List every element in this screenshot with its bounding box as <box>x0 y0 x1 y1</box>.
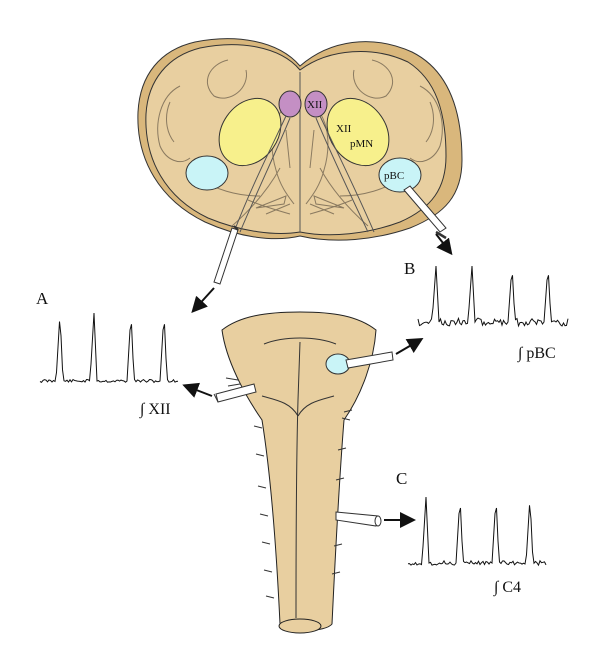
pmn-label-line2: pMN <box>350 138 373 150</box>
prep-pbc-electrode <box>345 351 394 369</box>
panel-letter-b: B <box>404 259 415 278</box>
prep-pbc-nucleus <box>325 353 351 375</box>
brainstem-section: XII XII pMN pBC <box>137 38 463 241</box>
section-pbc-electrode <box>403 185 447 240</box>
section-contours-left <box>157 59 295 227</box>
fourth-ventricle-left <box>261 395 299 417</box>
nerve-roots-left <box>225 377 275 599</box>
xii-nucleus-left <box>278 90 302 118</box>
xii-rootlet-left-2 <box>239 117 291 233</box>
pbc-nucleus-right <box>378 157 422 193</box>
trace-b-pbc <box>417 265 569 328</box>
pbc-nucleus-left <box>185 155 229 191</box>
arrow-prep-to-trace-a <box>182 382 213 398</box>
section-body <box>145 44 447 236</box>
xii-nucleus-right <box>304 90 328 118</box>
spinal-cord-cut-end <box>278 618 322 634</box>
obex-line <box>263 337 337 345</box>
trace-c-c4 <box>407 496 547 567</box>
nerve-roots-right <box>331 409 353 575</box>
pbc-label: pBC <box>384 170 404 182</box>
prep-c4-electrode <box>335 511 382 527</box>
panel-letter-a: A <box>36 289 49 308</box>
cord-midline <box>295 341 301 619</box>
trace-label-c: ∫ C4 <box>493 579 521 597</box>
arrow-to-trace-a <box>191 287 215 313</box>
spinal-cord-body <box>221 311 377 632</box>
brainstem-spinal-cord-preparation <box>221 311 377 634</box>
xii-rootlet-right-2 <box>315 117 369 233</box>
arrow-to-trace-b <box>435 233 453 256</box>
panel-letter-c: C <box>396 469 407 488</box>
xii-rootlet-left <box>233 115 287 233</box>
xii-label: XII <box>307 99 323 111</box>
prep-xii-electrode <box>213 383 257 403</box>
pmn-nucleus-left <box>218 97 282 167</box>
xii-rootlet-right <box>319 115 375 233</box>
trace-a-xii <box>39 312 179 384</box>
trace-label-a: ∫ XII <box>139 401 171 419</box>
fourth-ventricle-right <box>297 395 335 417</box>
section-xii-electrode <box>213 225 239 285</box>
pmn-label-line1: XII <box>336 123 352 135</box>
trace-label-b: ∫ pBC <box>517 345 556 363</box>
arrow-prep-to-trace-b <box>395 337 424 355</box>
